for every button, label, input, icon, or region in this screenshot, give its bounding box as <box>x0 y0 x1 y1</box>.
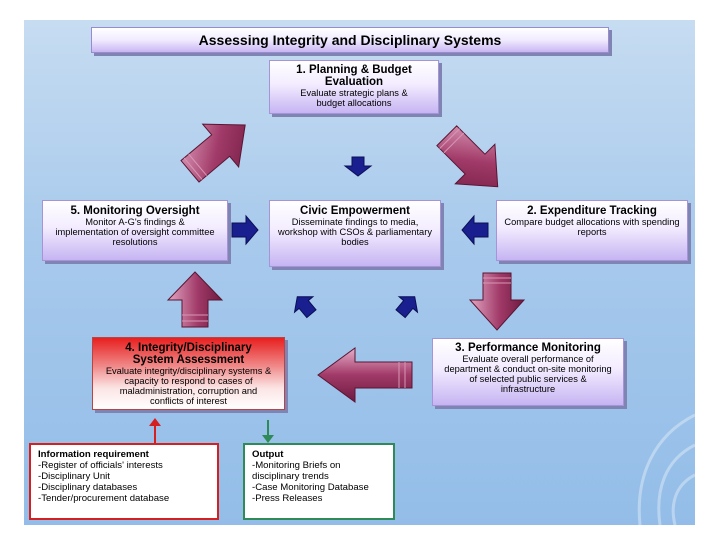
info-item: -Disciplinary databases <box>38 482 138 493</box>
green-connector-arrow <box>262 420 274 443</box>
box-heading: 4. Integrity/Disciplinary System Assessm… <box>125 342 252 366</box>
arrow-planning-to-expenditure <box>436 125 499 188</box>
output-item: -Case Monitoring Database <box>252 482 369 493</box>
red-connector-arrow <box>149 418 161 443</box>
output-item: -Monitoring Briefs on disciplinary trend… <box>252 460 341 482</box>
arrow-expenditure-to-performance <box>468 272 526 331</box>
blue-arrow-from-oversight <box>231 214 259 246</box>
info-item: -Tender/procurement database <box>38 493 170 504</box>
box-heading: 2. Expenditure Tracking <box>527 205 657 217</box>
output-box: Output -Monitoring Briefs on disciplinar… <box>243 443 395 520</box>
box-description: Evaluate overall performance of departme… <box>444 354 612 394</box>
info-item: -Disciplinary Unit <box>38 471 110 482</box>
diagram-title: Assessing Integrity and Disciplinary Sys… <box>91 27 609 53</box>
box-expenditure-tracking: 2. Expenditure Tracking Compare budget a… <box>496 200 688 261</box>
output-heading: Output <box>252 449 284 460</box>
box-description: Compare budget allocations with spending… <box>504 217 680 237</box>
box-heading: 1. Planning & Budget Evaluation <box>296 64 412 88</box>
box-description: Disseminate findings to media, workshop … <box>278 217 432 247</box>
blue-arrow-from-expenditure <box>461 214 489 246</box>
blue-arrow-from-planning <box>343 156 373 177</box>
arrow-integrity-to-oversight <box>166 271 224 328</box>
box-description: Evaluate integrity/disciplinary systems … <box>105 366 272 406</box>
information-requirement-box: Information requirement -Register of off… <box>29 443 219 520</box>
arrow-oversight-to-planning <box>180 123 246 183</box>
info-heading: Information requirement <box>38 449 149 460</box>
box-heading: 3. Performance Monitoring <box>455 342 601 354</box>
box-description: Monitor A-G's findings & implementation … <box>55 217 215 247</box>
info-item: -Register of officials' interests <box>38 460 163 471</box>
box-civic-empowerment: Civic Empowerment Disseminate findings t… <box>269 200 441 267</box>
box-performance-monitoring: 3. Performance Monitoring Evaluate overa… <box>432 338 624 406</box>
output-item: -Press Releases <box>252 493 323 504</box>
blue-arrow-from-performance <box>395 296 419 319</box>
box-heading: Civic Empowerment <box>300 205 410 217</box>
decorative-swirl <box>637 413 695 525</box>
box-planning-budget-evaluation: 1. Planning & Budget Evaluation Evaluate… <box>269 60 439 114</box>
arrow-performance-to-integrity <box>317 347 413 403</box>
blue-arrow-from-integrity <box>293 296 317 319</box>
box-integrity-disciplinary-assessment: 4. Integrity/Disciplinary System Assessm… <box>92 337 285 410</box>
box-heading: 5. Monitoring Oversight <box>70 205 200 217</box>
box-description: Evaluate strategic plans & budget alloca… <box>300 88 408 108</box>
box-monitoring-oversight: 5. Monitoring Oversight Monitor A-G's fi… <box>42 200 228 261</box>
